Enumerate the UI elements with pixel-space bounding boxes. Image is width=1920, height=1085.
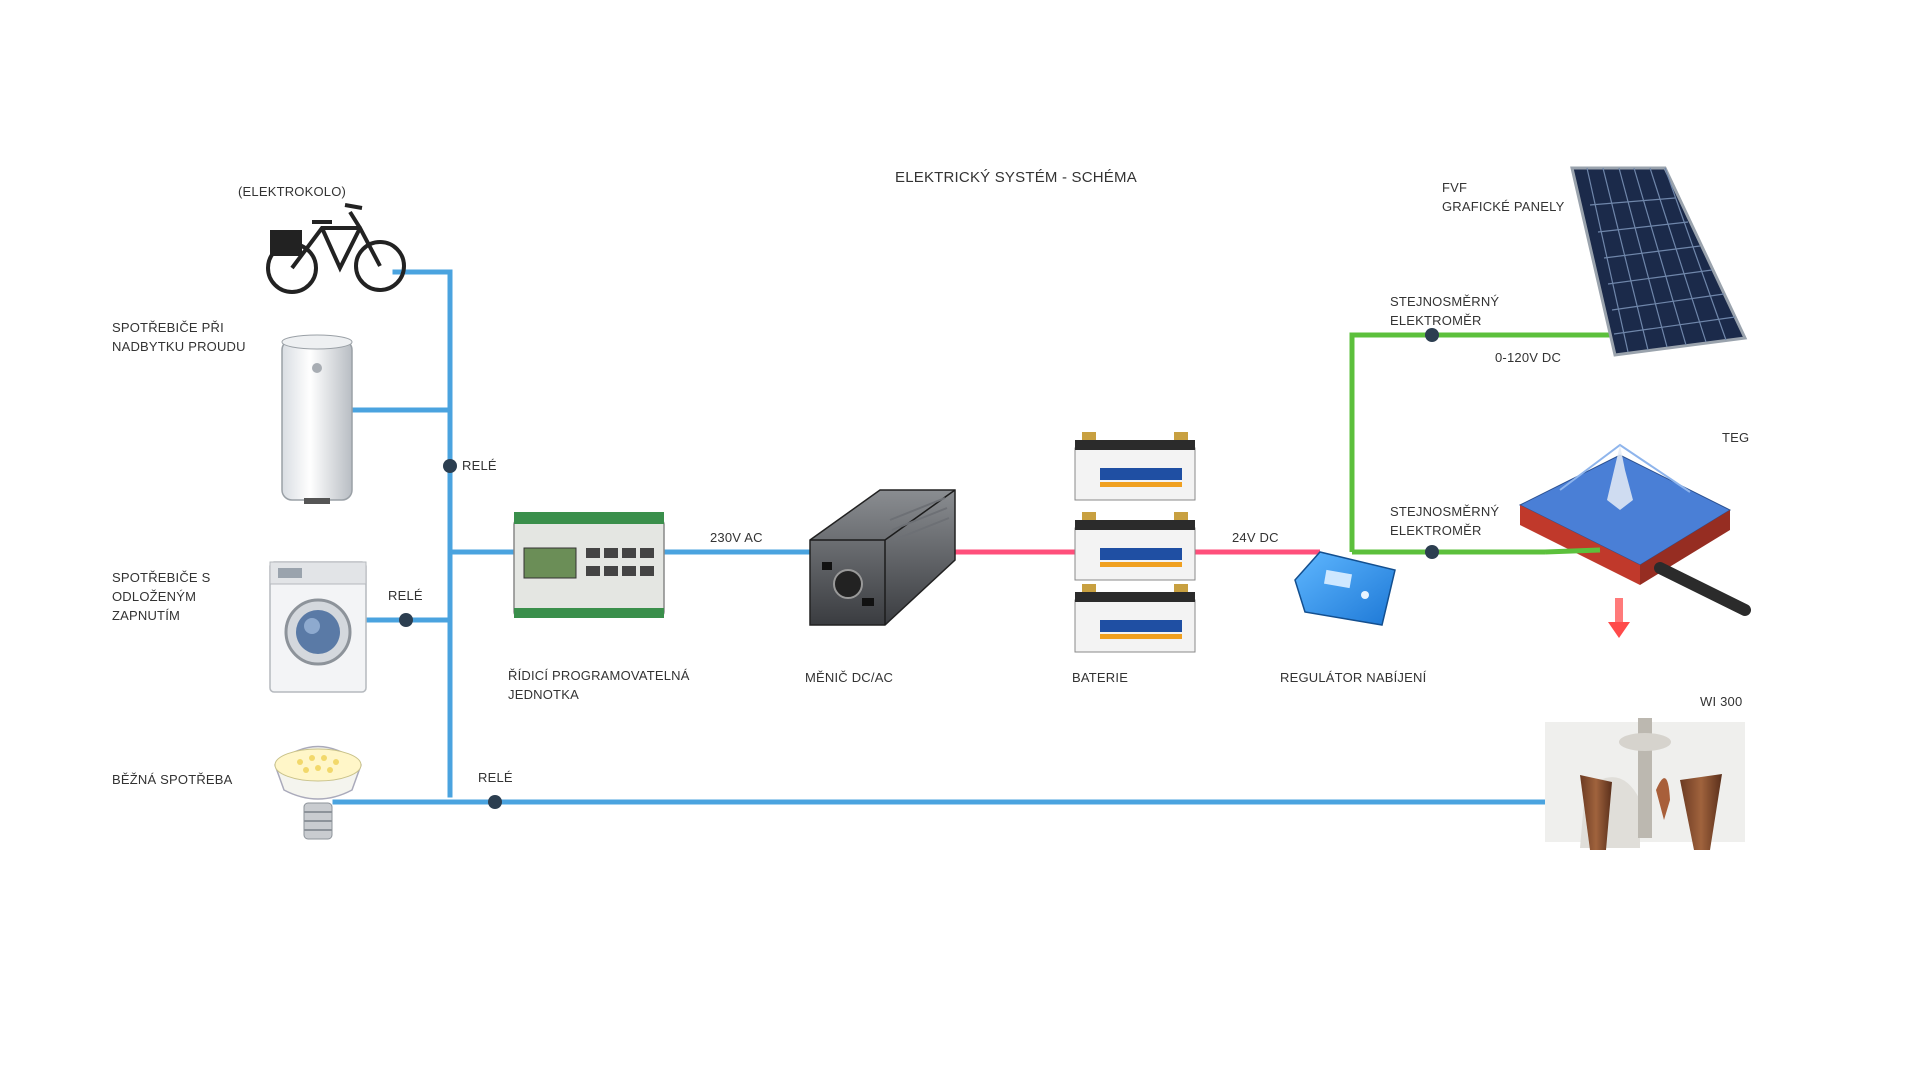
pv-wiring	[1349, 332, 1612, 555]
relay1-label: RELÉ	[462, 458, 497, 473]
teg-label: TEG	[1722, 430, 1750, 445]
relay3-node	[488, 795, 502, 809]
pv-voltage-label: 0-120V DC	[1495, 350, 1562, 365]
ac-voltage-label: 230V AC	[710, 530, 763, 545]
teg-icon	[1518, 443, 1751, 638]
battery-label: BATERIE	[1072, 670, 1129, 685]
meter1-node	[1425, 328, 1439, 342]
meter2-label-line2: ELEKTROMĚR	[1390, 523, 1482, 538]
meter2-node	[1425, 545, 1439, 559]
common-consumption-label: BĚŽNÁ SPOTŘEBA	[112, 772, 233, 787]
pv-panels-line1: FVF	[1442, 180, 1468, 195]
plc-label-line2: JEDNOTKA	[508, 687, 579, 702]
relay2-label: RELÉ	[388, 588, 423, 603]
ebike-label: (ELEKTROKOLO)	[238, 184, 347, 199]
relay2-node	[399, 613, 413, 627]
led-bulb-icon	[274, 745, 362, 840]
plc-label: ŘÍDICÍ PROGRAMOVATELNÁ JEDNOTKA	[508, 666, 690, 704]
plc-icon	[513, 512, 665, 618]
pv-panels-label: FVF GRAFICKÉ PANELY	[1442, 178, 1564, 216]
ac-bus-vertical	[392, 269, 453, 798]
meter2-label-line1: STEJNOSMĚRNÝ	[1390, 504, 1500, 519]
battery-stack-icon	[1074, 432, 1196, 653]
regulator-label: REGULÁTOR NABÍJENÍ	[1280, 670, 1427, 685]
inverter-label: MĚNIČ DC/AC	[805, 670, 894, 685]
relay1-node	[443, 459, 457, 473]
battery-2	[1074, 512, 1196, 581]
dc-voltage-label: 24V DC	[1232, 530, 1279, 545]
delayed-consumers-line3: ZAPNUTÍM	[112, 608, 181, 623]
ebike-icon	[266, 203, 406, 294]
wind-turbine-icon	[1545, 718, 1745, 850]
delayed-consumers-line1: SPOTŘEBIČE S	[112, 570, 211, 585]
meter1-label-line1: STEJNOSMĚRNÝ	[1390, 294, 1500, 309]
pv-line	[1349, 332, 1612, 552]
washing-machine-icon	[269, 561, 367, 693]
delayed-consumers-label: SPOTŘEBIČE S ODLOŽENÝM ZAPNUTÍM	[112, 568, 210, 625]
ac-wiring	[332, 269, 1558, 805]
meter1-label: STEJNOSMĚRNÝ ELEKTROMĚR	[1390, 292, 1499, 330]
boiler-icon	[281, 334, 353, 504]
meter1-label-line2: ELEKTROMĚR	[1390, 313, 1482, 328]
pv-panels-line2: GRAFICKÉ PANELY	[1442, 199, 1565, 214]
battery-1	[1074, 432, 1196, 501]
meter2-label: STEJNOSMĚRNÝ ELEKTROMĚR	[1390, 502, 1499, 540]
surplus-consumers-line1: SPOTŘEBIČE PŘI	[112, 320, 224, 335]
inverter-icon	[809, 489, 956, 626]
wind-turbine-label: WI 300	[1700, 694, 1743, 709]
solar-panel-icon	[1570, 166, 1748, 357]
charge-regulator-icon	[1294, 551, 1396, 626]
surplus-consumers-line2: NADBYTKU PROUDU	[112, 339, 246, 354]
junction-nodes	[399, 328, 1439, 809]
diagram-title: ELEKTRICKÝ SYSTÉM - SCHÉMA	[895, 169, 1137, 186]
relay3-label: RELÉ	[478, 770, 513, 785]
surplus-consumers-label: SPOTŘEBIČE PŘI NADBYTKU PROUDU	[112, 318, 246, 356]
delayed-consumers-line2: ODLOŽENÝM	[112, 589, 197, 604]
battery-3	[1074, 584, 1196, 653]
plc-label-line1: ŘÍDICÍ PROGRAMOVATELNÁ	[508, 668, 690, 683]
